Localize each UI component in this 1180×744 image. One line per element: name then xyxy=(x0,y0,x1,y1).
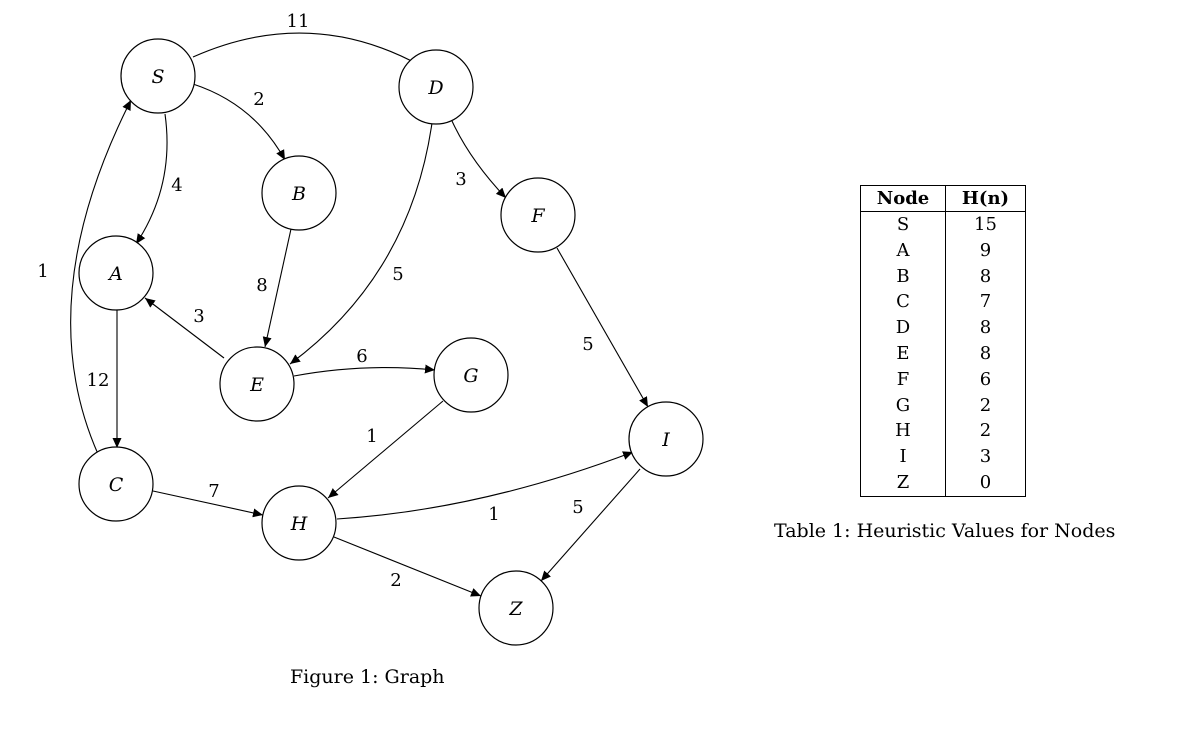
table-cell-value: 2 xyxy=(945,418,1026,445)
edge-d-e: 5 xyxy=(289,122,433,365)
node-c: C xyxy=(78,446,154,522)
table-header-node: Node xyxy=(860,185,946,212)
nodes: S D B F A E G I xyxy=(78,38,704,646)
edge-weight-c-h: 7 xyxy=(208,481,219,502)
table-row: B 8 xyxy=(861,263,1026,290)
node-label-g: G xyxy=(463,365,478,387)
edge-b-e: 8 xyxy=(256,228,292,348)
edge-h-z: 2 xyxy=(333,536,482,597)
table-row: S 15 xyxy=(861,211,1026,238)
edge-a-c: 12 xyxy=(87,310,122,448)
node-label-e: E xyxy=(249,374,264,396)
table-cell-node: F xyxy=(896,368,910,390)
table-cell-value: 6 xyxy=(945,366,1026,393)
table-cell-value: 8 xyxy=(945,263,1026,290)
edge-weight-b-e: 8 xyxy=(256,275,267,296)
node-label-s: S xyxy=(151,66,164,88)
edge-weight-s-b: 2 xyxy=(253,89,264,110)
node-e: E xyxy=(219,346,295,422)
edge-s-d: 11 xyxy=(192,11,422,67)
edge-weight-i-z: 5 xyxy=(572,497,583,518)
table-row: D 8 xyxy=(861,315,1026,341)
edge-weight-g-h: 1 xyxy=(366,426,377,447)
table-row: F 6 xyxy=(861,366,1026,393)
node-label-f: F xyxy=(530,205,545,227)
node-label-d: D xyxy=(427,77,443,99)
heuristic-table: Node H(n) S 15 A 9 B 8 C 7 D 8 E 8 F xyxy=(860,185,1026,497)
node-label-i: I xyxy=(661,429,670,451)
table-cell-value: 2 xyxy=(945,392,1026,419)
edge-weight-f-i: 5 xyxy=(582,334,593,355)
edge-weight-e-a: 3 xyxy=(193,306,204,327)
node-d: D xyxy=(398,49,474,125)
node-g: G xyxy=(433,337,509,413)
table-cell-node: C xyxy=(896,291,910,313)
table-cell-value: 9 xyxy=(945,237,1026,264)
edge-weight-e-g: 6 xyxy=(356,346,367,367)
edge-f-i: 5 xyxy=(556,247,649,408)
edge-weight-d-e: 5 xyxy=(392,264,403,285)
edge-weight-s-a: 4 xyxy=(171,175,182,196)
table-row: E 8 xyxy=(861,340,1026,367)
node-h: H xyxy=(261,485,337,561)
table-cell-value: 8 xyxy=(945,315,1026,341)
node-f: F xyxy=(500,177,576,253)
node-i: I xyxy=(628,401,704,477)
table-cell-node: D xyxy=(895,317,911,339)
table-cell-node: G xyxy=(895,394,911,416)
table-row: A 9 xyxy=(861,237,1026,264)
table-cell-node: A xyxy=(896,239,910,261)
edge-s-a: 4 xyxy=(135,113,183,245)
table-header-row: Node H(n) xyxy=(860,185,1026,212)
table-row: C 7 xyxy=(861,289,1026,316)
table-cell-node: H xyxy=(895,420,911,442)
edge-weight-h-i: 1 xyxy=(488,504,499,525)
node-label-c: C xyxy=(109,474,124,496)
table-row: H 2 xyxy=(861,418,1026,445)
edge-weight-d-f: 3 xyxy=(455,169,466,190)
table-cell-value: 0 xyxy=(945,469,1026,497)
table-cell-value: 7 xyxy=(945,289,1026,316)
table-cell-node: E xyxy=(896,342,910,364)
table-row: Z 0 xyxy=(861,469,1026,497)
edge-weight-a-c: 12 xyxy=(87,370,110,391)
table-cell-node: S xyxy=(896,214,910,235)
table-header-hn: H(n) xyxy=(945,185,1026,212)
node-label-h: H xyxy=(290,513,308,535)
edge-weight-c-s: 1 xyxy=(37,261,48,282)
node-label-a: A xyxy=(107,263,123,285)
table-row: I 3 xyxy=(861,444,1026,470)
node-z: Z xyxy=(478,570,554,646)
table-row: G 2 xyxy=(861,392,1026,419)
node-a: A xyxy=(78,235,154,311)
graph-diagram: 11 2 4 3 5 8 5 xyxy=(37,11,704,646)
edge-s-b: 2 xyxy=(192,83,286,161)
edge-e-g: 6 xyxy=(293,346,436,377)
node-s: S xyxy=(120,38,196,114)
figure-caption: Figure 1: Graph xyxy=(290,666,445,688)
edges: 11 2 4 3 5 8 5 xyxy=(37,11,649,597)
edge-weight-s-d: 11 xyxy=(287,11,310,32)
node-b: B xyxy=(261,155,337,231)
table-cell-value: 8 xyxy=(945,340,1026,367)
table-cell-value: 3 xyxy=(945,444,1026,470)
node-label-z: Z xyxy=(508,598,523,620)
edge-g-h: 1 xyxy=(327,400,444,499)
table-cell-node: Z xyxy=(896,471,910,493)
table-cell-value: 15 xyxy=(945,211,1026,238)
edge-c-s: 1 xyxy=(37,99,132,455)
edge-c-h: 7 xyxy=(152,481,264,518)
node-label-b: B xyxy=(291,183,306,205)
edge-i-z: 5 xyxy=(540,468,641,582)
table-caption: Table 1: Heuristic Values for Nodes xyxy=(774,520,1116,542)
edge-h-i: 1 xyxy=(336,451,634,525)
edge-d-f: 3 xyxy=(451,120,507,199)
edge-e-a: 3 xyxy=(144,297,225,359)
table-cell-node: B xyxy=(896,265,910,287)
table-cell-node: I xyxy=(899,446,907,468)
edge-weight-h-z: 2 xyxy=(390,570,401,591)
